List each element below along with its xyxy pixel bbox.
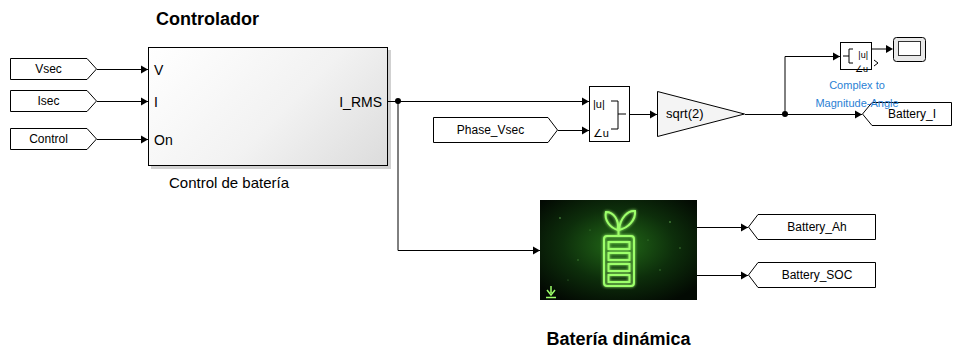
arrow-head — [141, 66, 148, 74]
tag-outline — [11, 59, 97, 80]
signal-line — [745, 111, 862, 119]
text-holder: Complex to Magnitude-Angle — [809, 75, 905, 111]
signal-path — [97, 139, 148, 140]
signal-path — [97, 101, 148, 102]
tag-name: Isec — [37, 94, 59, 109]
tag-name: Control — [29, 132, 68, 147]
port-label: I — [154, 94, 158, 110]
signal-line — [872, 49, 887, 50]
signal-line — [697, 272, 748, 280]
arrow-head — [650, 111, 657, 119]
goto-tag: Battery_Ah — [748, 214, 876, 240]
signal-path — [388, 101, 589, 102]
port-label: |u| — [593, 98, 605, 110]
text-holder: Batería dinámica — [510, 328, 727, 350]
text-holder: On — [154, 131, 173, 149]
signal-line — [558, 127, 589, 135]
converter-block: |u|∠uComplex to Magnitude-Angle — [840, 42, 872, 70]
text-holder: Control de batería — [169, 173, 289, 192]
arrow-head — [582, 98, 589, 106]
text-holder: V — [154, 61, 163, 79]
tag-outline — [749, 263, 876, 288]
icon-line — [611, 101, 626, 129]
signal-line — [97, 98, 148, 106]
arrow-head — [886, 45, 893, 53]
arrow-head — [533, 247, 540, 255]
text-holder: ∠u — [593, 123, 609, 141]
block-name: Complex to Magnitude-Angle — [815, 79, 898, 109]
arrow-head — [141, 136, 148, 144]
tag-outline — [11, 91, 97, 112]
battery-ground — [540, 200, 697, 300]
converter-block: |u| ∠u — [589, 86, 630, 142]
from-tag: Isec — [10, 90, 97, 112]
text-holder: |u| — [858, 44, 868, 62]
subsystem-block: ControladorVIOnI_RMSControl de batería — [148, 47, 388, 166]
port-label: ∠u — [855, 64, 868, 74]
link-icon — [546, 286, 556, 298]
port-label: ∠u — [593, 127, 609, 139]
tag-name: Phase_Vsec — [457, 123, 524, 138]
gain-value: sqrt(2) — [666, 106, 704, 122]
battery-icon — [604, 211, 635, 286]
scope-symbol — [894, 38, 926, 62]
tag-outline — [434, 118, 558, 143]
tag-outline — [863, 103, 952, 126]
signal-path — [388, 102, 540, 251]
arrow-head — [141, 98, 148, 106]
arrow-head — [741, 272, 748, 280]
signal-line — [388, 98, 589, 106]
goto-tag: Battery_SOC — [748, 262, 876, 288]
signal-line — [97, 136, 148, 144]
signal-line — [697, 224, 748, 232]
arrow-head — [741, 224, 748, 232]
signal-path — [697, 227, 748, 228]
tag-name: Vsec — [35, 62, 62, 77]
text-holder: I — [154, 93, 158, 111]
gain-triangle — [658, 92, 745, 137]
text-holder: |u| — [593, 94, 605, 112]
text-holder: Controlador — [156, 8, 259, 30]
signal-path — [97, 69, 148, 70]
signal-line — [388, 102, 540, 255]
text-holder: ∠u — [855, 58, 868, 76]
signal-path — [745, 114, 862, 115]
tag-outline — [11, 129, 97, 150]
arrow-head — [833, 53, 840, 61]
icon-line — [843, 49, 853, 63]
text-holder: I_RMS — [339, 93, 382, 111]
port-label: |u| — [858, 50, 868, 60]
signal-line — [630, 111, 657, 119]
from-tag: Phase_Vsec — [433, 117, 558, 143]
port-label: V — [154, 62, 163, 78]
port-label: On — [154, 132, 173, 148]
battery-subsystem: Batería dinámica — [540, 200, 697, 300]
tag-name: Battery_I — [888, 107, 936, 122]
signal-line — [97, 66, 148, 74]
scope-screen — [899, 42, 921, 56]
port-label: I_RMS — [339, 94, 382, 110]
gain-block: sqrt(2) — [657, 91, 745, 137]
tag-name: Battery_Ah — [787, 220, 846, 235]
open-port — [874, 60, 878, 66]
block-title: Controlador — [156, 9, 259, 29]
tag-name: Battery_SOC — [782, 268, 853, 283]
block-name: Batería dinámica — [546, 329, 690, 349]
arrow-head — [855, 111, 862, 119]
tag-outline — [749, 215, 876, 240]
battery-illustration — [540, 200, 697, 300]
signal-path — [697, 275, 748, 276]
block-name: Control de batería — [169, 174, 289, 191]
from-tag: Control — [10, 128, 97, 150]
arrow-head — [582, 127, 589, 135]
from-tag: Vsec — [10, 58, 97, 80]
